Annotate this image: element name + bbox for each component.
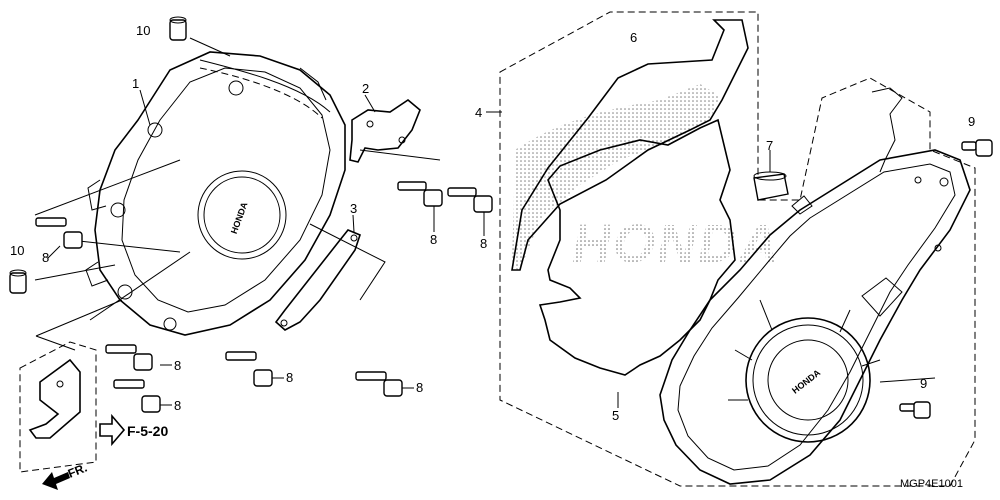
callout-8-left: 8 — [42, 250, 49, 265]
callout-9-lower: 9 — [920, 376, 927, 391]
callout-3: 3 — [350, 201, 357, 216]
callout-9-upper: 9 — [968, 114, 975, 129]
callout-1: 1 — [132, 76, 139, 91]
grommet-part-7 — [753, 150, 789, 201]
diagram-code: MGP4E1001 — [900, 478, 963, 490]
callout-8-bottom-a: 8 — [174, 358, 181, 373]
dowel-pin-top — [169, 16, 187, 41]
assembly-outline — [499, 11, 976, 487]
front-direction-arrow: FR. — [42, 461, 89, 490]
callout-5: 5 — [612, 408, 619, 423]
shield-part-6 — [511, 19, 749, 271]
decal-brand-text: HONDA — [572, 214, 780, 274]
callout-8-bottom-d: 8 — [416, 380, 423, 395]
bracket-part-2 — [349, 94, 441, 163]
cross-reference: F-5-20 — [99, 413, 168, 447]
bolt-9-lower — [899, 401, 931, 419]
decal-brand-graphic: HONDA — [512, 84, 780, 274]
right-generator-cover: HONDA — [659, 87, 971, 485]
dowel-pin-left — [9, 269, 27, 294]
stay-plate-part-3 — [274, 214, 386, 331]
bolt-set-bottom — [105, 344, 414, 413]
callout-8-bottom-c: 8 — [286, 370, 293, 385]
bolt-9-upper — [961, 139, 993, 157]
callout-4: 4 — [475, 105, 482, 120]
left-cover-logo-text: HONDA — [229, 200, 250, 235]
cross-reference-label: F-5-20 — [127, 423, 168, 439]
bolt-set-left — [35, 217, 83, 259]
callout-10-top: 10 — [136, 23, 150, 38]
callout-10-left: 10 — [10, 243, 24, 258]
callout-8-upper-b: 8 — [480, 236, 487, 251]
shield-part-5 — [538, 118, 736, 376]
callout-7: 7 — [766, 138, 773, 153]
callout-8-bottom-b: 8 — [174, 398, 181, 413]
callout-2: 2 — [362, 81, 369, 96]
front-direction-label: FR. — [66, 461, 89, 481]
callout-8-upper-a: 8 — [430, 232, 437, 247]
left-crankcase-cover: HONDA — [34, 37, 346, 337]
reference-bracket-dashed — [19, 335, 97, 473]
bolt-set-right — [397, 181, 493, 236]
callout-6: 6 — [630, 30, 637, 45]
right-cover-logo-text: HONDA — [790, 367, 823, 396]
